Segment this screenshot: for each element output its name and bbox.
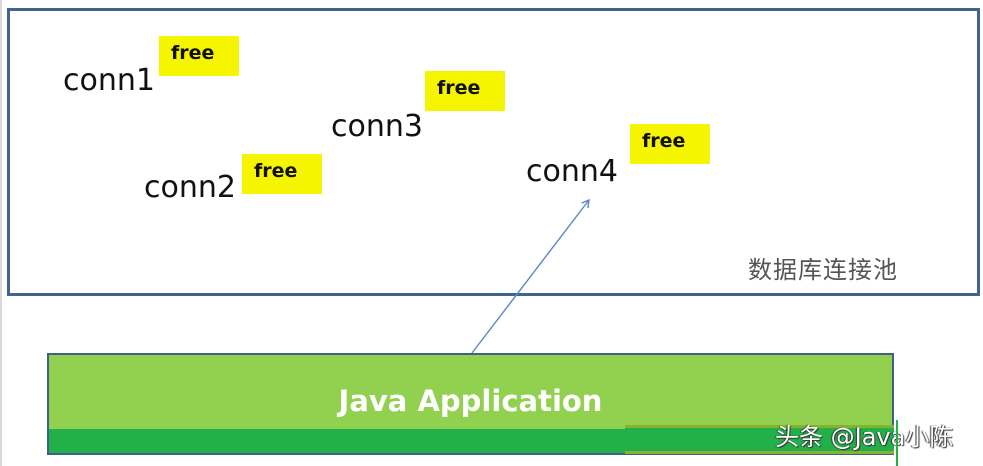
connection-label-conn4: conn4 xyxy=(526,154,618,189)
status-badge-conn2: free xyxy=(242,154,322,194)
status-badge-conn3: free xyxy=(425,71,505,111)
connection-pool-label: 数据库连接池 xyxy=(748,256,898,284)
watermark-band xyxy=(625,425,894,454)
status-badge-conn4: free xyxy=(630,124,710,164)
watermark-text: 头条 @Java小陈 xyxy=(775,423,954,451)
java-application-title: Java Application xyxy=(338,384,603,418)
watermark-divider xyxy=(896,420,898,466)
status-badge-conn1: free xyxy=(159,36,239,76)
connection-label-conn1: conn1 xyxy=(63,63,155,98)
connection-label-conn2: conn2 xyxy=(144,170,236,205)
page-edge xyxy=(0,0,2,466)
connection-label-conn3: conn3 xyxy=(331,109,423,144)
